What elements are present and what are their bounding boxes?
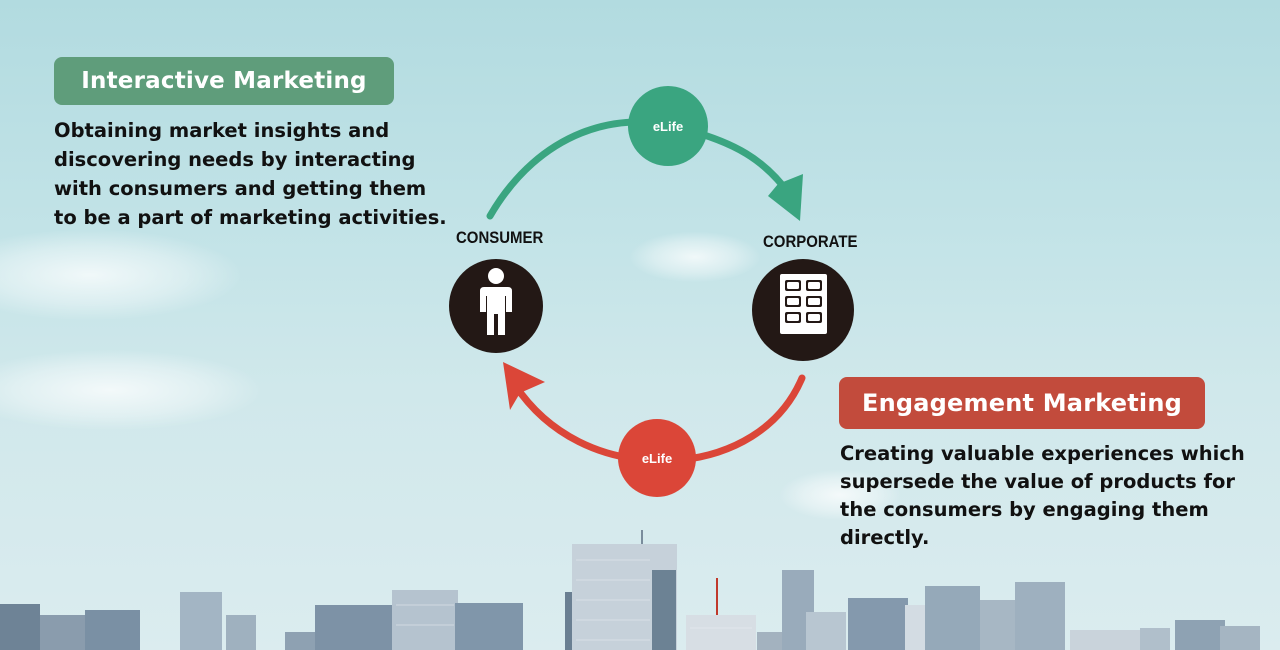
description-line: with consumers and getting them xyxy=(54,177,427,200)
top-elife-hub xyxy=(628,86,708,166)
top-elife-label: eLife xyxy=(653,119,683,134)
engagement-marketing-badge: Engagement Marketing xyxy=(839,377,1205,429)
cloud xyxy=(0,230,240,320)
interactive-marketing-badge: Interactive Marketing xyxy=(54,57,394,105)
building-icon xyxy=(780,274,827,334)
consumer-label: CONSUMER xyxy=(456,228,544,247)
description-line: supersede the value of products for xyxy=(840,470,1236,493)
corporate-label: CORPORATE xyxy=(763,232,858,251)
engagement-marketing-description: Creating valuable experiences which supe… xyxy=(840,440,1250,552)
interactive-marketing-title: Interactive Marketing xyxy=(81,68,367,94)
bottom-elife-label: eLife xyxy=(642,451,672,466)
person-icon xyxy=(480,268,512,335)
description-line: directly. xyxy=(840,526,930,549)
bottom-elife-hub xyxy=(618,419,696,497)
description-line: to be a part of marketing activities. xyxy=(54,206,447,229)
top-arrow-head xyxy=(768,174,803,221)
bottom-arrow-head xyxy=(503,362,545,410)
description-line: Creating valuable experiences which xyxy=(840,442,1245,465)
description-line: Obtaining market insights and xyxy=(54,119,390,142)
description-line: the consumers by engaging them xyxy=(840,498,1209,521)
engagement-marketing-title: Engagement Marketing xyxy=(862,389,1182,417)
description-line: discovering needs by interacting xyxy=(54,148,416,171)
cloud xyxy=(630,232,760,282)
cloud xyxy=(780,470,900,520)
interactive-marketing-description: Obtaining market insights and discoverin… xyxy=(54,116,454,232)
cloud xyxy=(0,350,260,430)
